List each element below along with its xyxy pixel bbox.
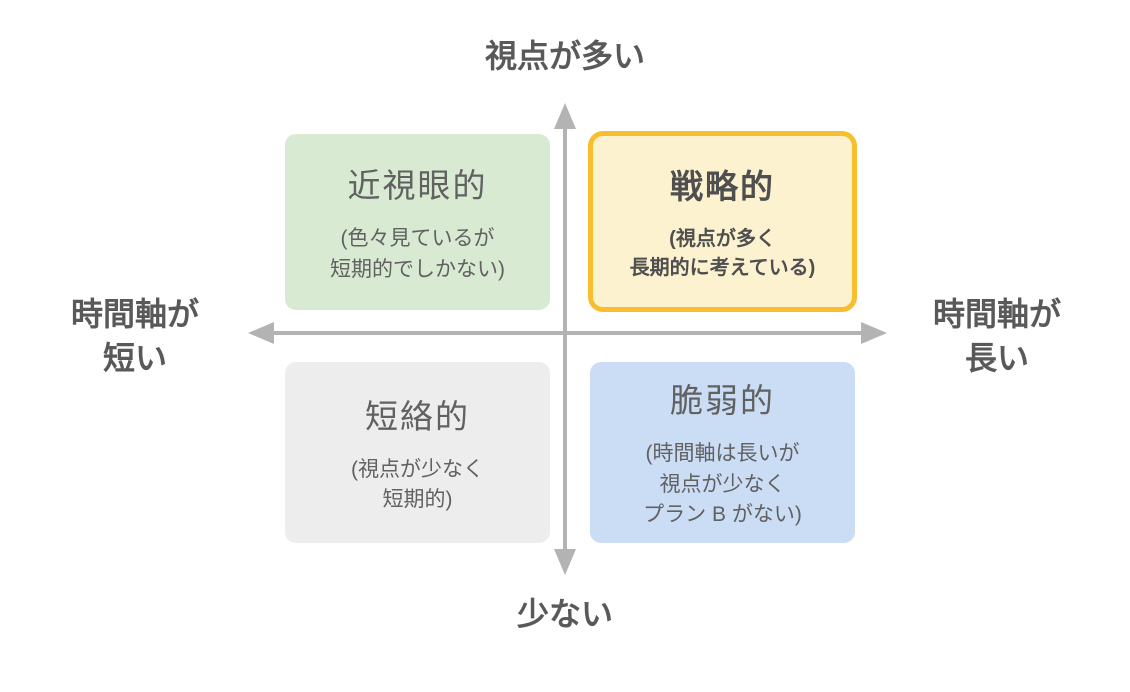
subtitle-line: (色々見ているが	[340, 227, 495, 251]
quadrant-bottom-left-shortsighted: 短絡的 (視点が少なく 短期的)	[285, 362, 550, 543]
subtitle-line: 視点が少なく	[659, 472, 786, 496]
subtitle-line: 短期的)	[382, 488, 453, 511]
subtitle-line: (視点が少なく	[351, 457, 484, 481]
vertical-axis-line	[563, 122, 567, 558]
arrow-up-icon	[554, 103, 576, 129]
axis-label-top: 視点が多い	[484, 38, 646, 74]
arrow-left-icon	[248, 322, 274, 344]
quadrant-subtitle: (視点が多く 長期的に考えている)	[630, 225, 816, 283]
axis-label-right-line2: 長い	[964, 340, 1029, 377]
axis-label-bottom: 少ない	[516, 596, 614, 632]
quadrant-top-right-strategic: 戦略的 (視点が多く 長期的に考えている)	[588, 131, 857, 312]
subtitle-line: プラン B がない)	[643, 503, 802, 527]
quadrant-title: 近視眼的	[347, 167, 488, 205]
axis-label-left: 時間軸が 短い	[55, 292, 215, 380]
subtitle-line: (時間軸は長いが	[645, 442, 800, 466]
arrow-down-icon	[554, 549, 576, 575]
horizontal-axis-line	[266, 331, 868, 335]
axis-label-right-line1: 時間軸が	[932, 296, 1061, 332]
quadrant-title: 脆弱的	[670, 382, 775, 420]
quadrant-title: 戦略的	[670, 168, 775, 205]
subtitle-line: (視点が多く	[669, 228, 776, 250]
axis-label-right: 時間軸が 長い	[917, 292, 1077, 380]
quadrant-title: 短絡的	[365, 397, 470, 435]
arrow-right-icon	[861, 322, 887, 344]
subtitle-line: 短期的でしかない)	[330, 257, 505, 281]
axis-label-left-line1: 時間軸が	[70, 296, 199, 332]
quadrant-subtitle: (色々見ているが 短期的でしかない)	[330, 224, 505, 285]
quadrant-top-left-myopic: 近視眼的 (色々見ているが 短期的でしかない)	[285, 134, 550, 310]
quadrant-subtitle: (時間軸は長いが 視点が少なく プラン B がない)	[643, 439, 802, 530]
quadrant-subtitle: (視点が少なく 短期的)	[351, 455, 484, 516]
subtitle-line: 長期的に考えている)	[629, 257, 816, 279]
axis-label-left-line2: 短い	[102, 340, 167, 377]
quadrant-bottom-right-fragile: 脆弱的 (時間軸は長いが 視点が少なく プラン B がない)	[590, 362, 855, 543]
